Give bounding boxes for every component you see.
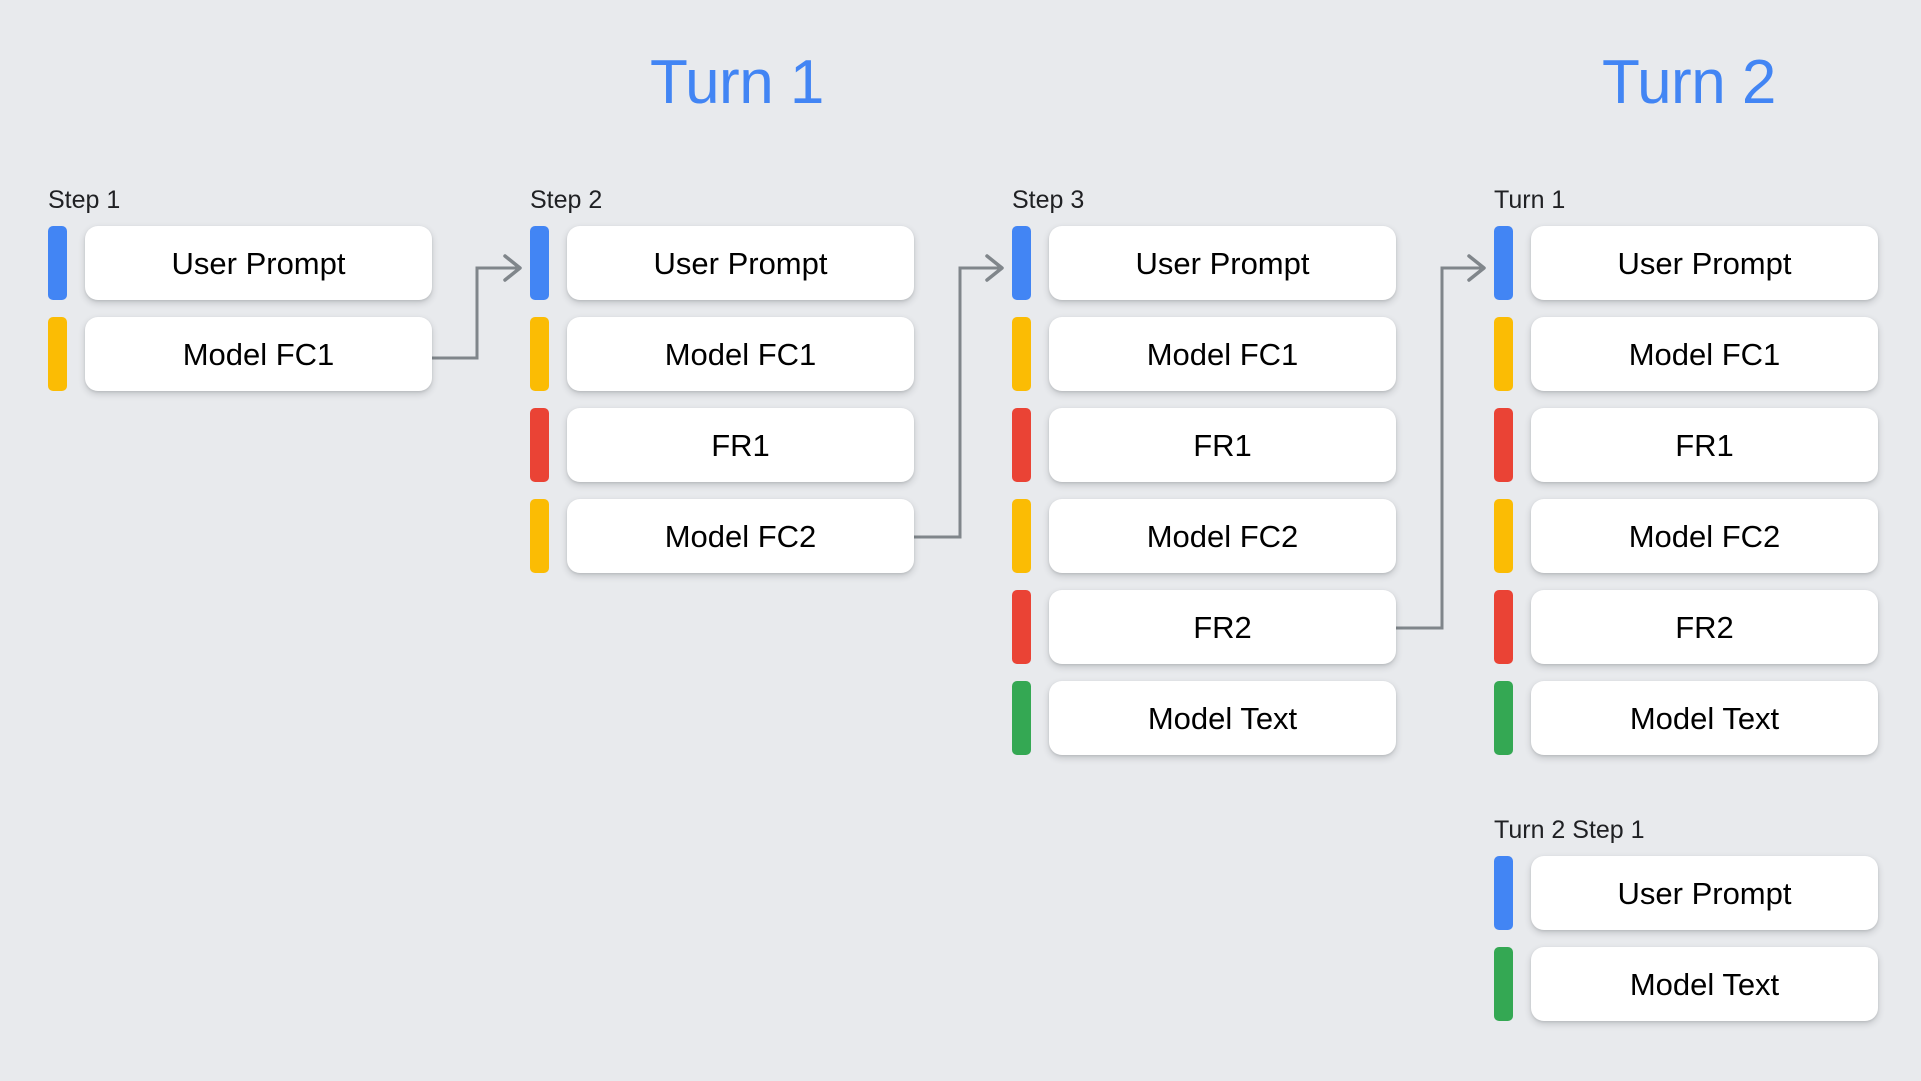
card-label: FR2 bbox=[1193, 609, 1252, 645]
row-model-fc1[interactable]: Model FC1 bbox=[1494, 317, 1878, 391]
card-fr1[interactable]: FR1 bbox=[1531, 408, 1878, 482]
model-text-color-bar bbox=[1494, 681, 1513, 755]
card-model-fc1[interactable]: Model FC1 bbox=[567, 317, 914, 391]
column-label: Step 3 bbox=[1012, 186, 1085, 214]
card-label: Model FC1 bbox=[664, 336, 817, 372]
row-fr1[interactable]: FR1 bbox=[1494, 408, 1878, 482]
row-fr2[interactable]: FR2 bbox=[1012, 590, 1396, 664]
card-label: User Prompt bbox=[653, 245, 828, 281]
card-fr1[interactable]: FR1 bbox=[567, 408, 914, 482]
card-label: Model FC2 bbox=[1628, 518, 1781, 554]
column-rows: User Prompt Model Text bbox=[1494, 856, 1878, 1021]
card-label: User Prompt bbox=[171, 245, 346, 281]
row-model-fc2[interactable]: Model FC2 bbox=[530, 499, 914, 573]
card-model-fc1[interactable]: Model FC1 bbox=[1531, 317, 1878, 391]
row-fr2[interactable]: FR2 bbox=[1494, 590, 1878, 664]
row-model-text[interactable]: Model Text bbox=[1494, 681, 1878, 755]
card-label: User Prompt bbox=[1617, 875, 1792, 911]
card-label: Model FC2 bbox=[1146, 518, 1299, 554]
user-prompt-color-bar bbox=[1494, 226, 1513, 300]
user-prompt-color-bar bbox=[48, 226, 67, 300]
card-label: FR1 bbox=[1193, 427, 1252, 463]
card-label: User Prompt bbox=[1617, 245, 1792, 281]
function-response-color-bar bbox=[1012, 590, 1031, 664]
row-model-fc1[interactable]: Model FC1 bbox=[530, 317, 914, 391]
card-user-prompt[interactable]: User Prompt bbox=[85, 226, 432, 300]
card-model-text[interactable]: Model Text bbox=[1531, 681, 1878, 755]
card-user-prompt[interactable]: User Prompt bbox=[1531, 856, 1878, 930]
row-model-fc1[interactable]: Model FC1 bbox=[48, 317, 432, 391]
card-label: Model FC1 bbox=[1146, 336, 1299, 372]
card-label: Model FC2 bbox=[664, 518, 817, 554]
column-label: Turn 1 bbox=[1494, 186, 1566, 214]
card-label: Model FC1 bbox=[1628, 336, 1781, 372]
user-prompt-color-bar bbox=[1494, 856, 1513, 930]
column-rows: User Prompt Model FC1 FR1 Model FC2 bbox=[530, 226, 914, 573]
row-user-prompt[interactable]: User Prompt bbox=[530, 226, 914, 300]
model-fc-color-bar bbox=[48, 317, 67, 391]
row-fr1[interactable]: FR1 bbox=[1012, 408, 1396, 482]
model-text-color-bar bbox=[1012, 681, 1031, 755]
model-fc-color-bar bbox=[1012, 499, 1031, 573]
card-label: Model Text bbox=[1629, 966, 1780, 1002]
model-fc-color-bar bbox=[1012, 317, 1031, 391]
card-label: Model FC1 bbox=[182, 336, 335, 372]
model-text-color-bar bbox=[1494, 947, 1513, 1021]
column-label: Turn 2 Step 1 bbox=[1494, 816, 1645, 844]
function-response-color-bar bbox=[1494, 408, 1513, 482]
card-model-text[interactable]: Model Text bbox=[1049, 681, 1396, 755]
arrow-step3-to-turn2 bbox=[1388, 254, 1486, 630]
card-model-fc2[interactable]: Model FC2 bbox=[567, 499, 914, 573]
row-user-prompt[interactable]: User Prompt bbox=[1494, 856, 1878, 930]
turn-1-header: Turn 1 bbox=[650, 48, 824, 117]
row-user-prompt[interactable]: User Prompt bbox=[1012, 226, 1396, 300]
card-label: Model Text bbox=[1629, 700, 1780, 736]
model-fc-color-bar bbox=[530, 317, 549, 391]
card-label: Model Text bbox=[1147, 700, 1298, 736]
card-user-prompt[interactable]: User Prompt bbox=[1049, 226, 1396, 300]
row-model-text[interactable]: Model Text bbox=[1494, 947, 1878, 1021]
card-fr1[interactable]: FR1 bbox=[1049, 408, 1396, 482]
model-fc-color-bar bbox=[1494, 499, 1513, 573]
card-fr2[interactable]: FR2 bbox=[1049, 590, 1396, 664]
user-prompt-color-bar bbox=[530, 226, 549, 300]
user-prompt-color-bar bbox=[1012, 226, 1031, 300]
column-rows: User Prompt Model FC1 FR1 Model FC2 bbox=[1494, 226, 1878, 755]
row-model-fc1[interactable]: Model FC1 bbox=[1012, 317, 1396, 391]
row-model-text[interactable]: Model Text bbox=[1012, 681, 1396, 755]
function-response-color-bar bbox=[1494, 590, 1513, 664]
column-rows: User Prompt Model FC1 bbox=[48, 226, 432, 391]
column-label: Step 1 bbox=[48, 186, 121, 214]
row-fr1[interactable]: FR1 bbox=[530, 408, 914, 482]
card-fr2[interactable]: FR2 bbox=[1531, 590, 1878, 664]
card-user-prompt[interactable]: User Prompt bbox=[567, 226, 914, 300]
card-user-prompt[interactable]: User Prompt bbox=[1531, 226, 1878, 300]
card-label: User Prompt bbox=[1135, 245, 1310, 281]
column-rows: User Prompt Model FC1 FR1 Model FC2 bbox=[1012, 226, 1396, 755]
arrow-step1-to-step2 bbox=[424, 254, 522, 360]
row-user-prompt[interactable]: User Prompt bbox=[48, 226, 432, 300]
function-response-color-bar bbox=[1012, 408, 1031, 482]
model-fc-color-bar bbox=[1494, 317, 1513, 391]
row-model-fc2[interactable]: Model FC2 bbox=[1012, 499, 1396, 573]
model-fc-color-bar bbox=[530, 499, 549, 573]
card-model-fc1[interactable]: Model FC1 bbox=[85, 317, 432, 391]
row-user-prompt[interactable]: User Prompt bbox=[1494, 226, 1878, 300]
row-model-fc2[interactable]: Model FC2 bbox=[1494, 499, 1878, 573]
column-label: Step 2 bbox=[530, 186, 603, 214]
card-label: FR1 bbox=[711, 427, 770, 463]
card-model-fc2[interactable]: Model FC2 bbox=[1049, 499, 1396, 573]
card-model-fc2[interactable]: Model FC2 bbox=[1531, 499, 1878, 573]
arrow-step2-to-step3 bbox=[906, 254, 1004, 539]
turn-2-header: Turn 2 bbox=[1602, 48, 1776, 117]
card-label: FR2 bbox=[1675, 609, 1734, 645]
card-label: FR1 bbox=[1675, 427, 1734, 463]
card-model-fc1[interactable]: Model FC1 bbox=[1049, 317, 1396, 391]
card-model-text[interactable]: Model Text bbox=[1531, 947, 1878, 1021]
function-response-color-bar bbox=[530, 408, 549, 482]
